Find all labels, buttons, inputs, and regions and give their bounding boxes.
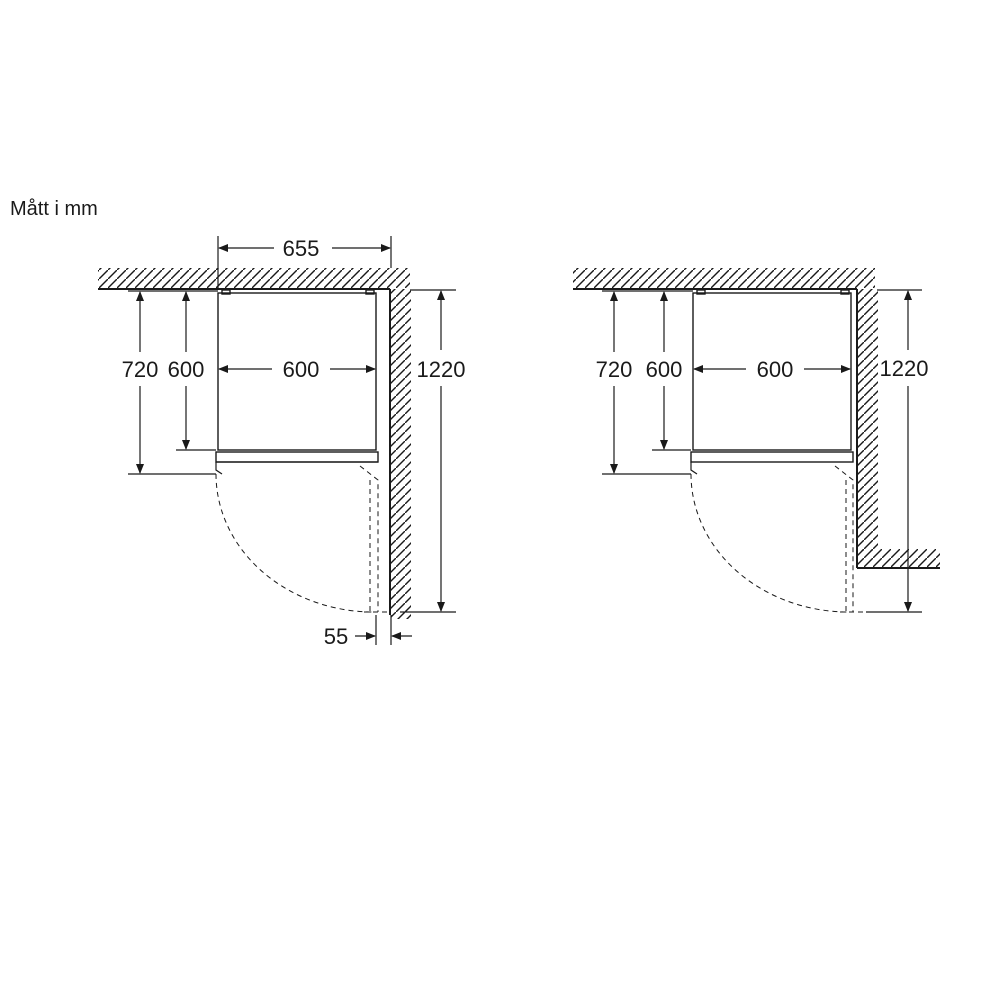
dim-600h-label: 600 (168, 357, 205, 382)
dim-600h-label: 600 (646, 357, 683, 382)
appliance-door (690, 451, 854, 463)
appliance-foot-right (365, 289, 375, 295)
appliance-foot-left (221, 289, 231, 295)
dim-655-label: 655 (283, 236, 320, 261)
door-hinge (215, 462, 223, 475)
dim-720-label: 720 (122, 357, 159, 382)
side-wall-hatch (858, 289, 878, 551)
dim-1220-label: 1220 (417, 357, 466, 382)
dim-600w-label: 600 (283, 357, 320, 382)
appliance-foot-right (840, 289, 850, 295)
door-hinge (690, 462, 698, 475)
appliance-foot-left (696, 289, 706, 295)
left-view: 655 720 600 600 1220 55 (98, 236, 465, 649)
door-open-outline (359, 465, 388, 613)
right-view: 720 600 600 1220 (573, 268, 940, 613)
dim-1220-label: 1220 (880, 356, 929, 381)
door-open-outline (834, 465, 866, 613)
dim-600w-label: 600 (757, 357, 794, 382)
door-swing-arc (690, 473, 849, 613)
return-wall-hatch (858, 549, 940, 567)
dim-55-label: 55 (324, 624, 348, 649)
side-wall-hatch (391, 289, 411, 619)
top-wall-hatch (98, 268, 410, 288)
door-swing-arc (215, 473, 373, 613)
units-label: Mått i mm (10, 198, 98, 220)
dim-720-label: 720 (596, 357, 633, 382)
appliance-door (215, 451, 379, 463)
top-wall-hatch (573, 268, 875, 288)
